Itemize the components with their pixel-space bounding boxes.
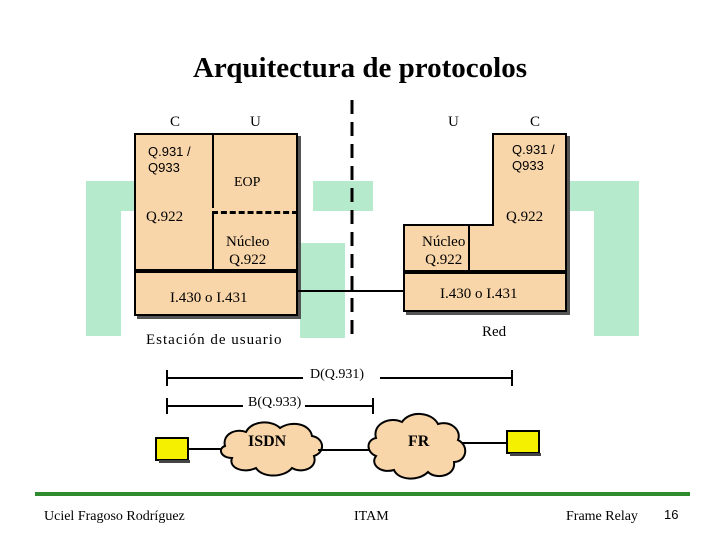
right-col-u-label: U	[448, 114, 459, 130]
isdn-cloud-icon	[219, 421, 323, 477]
slide-title: Arquitectura de protocolos	[192, 52, 527, 84]
left-col-u-label: U	[250, 114, 261, 130]
left-nucleo-left-edge	[212, 211, 214, 271]
right-caption: Red	[482, 324, 507, 340]
network-terminal-shadow	[510, 453, 541, 456]
decor-block-center-top	[313, 181, 373, 211]
left-c-u-divider	[212, 133, 214, 208]
right-physical-label: I.430 o I.431	[440, 286, 518, 302]
left-q931-label: Q.931 / Q933	[148, 144, 191, 175]
b-channel-label: B(Q.933)	[248, 395, 302, 410]
left-caption: Estación de usuario	[146, 332, 283, 348]
right-col-c-label: C	[530, 114, 541, 130]
user-terminal-icon	[155, 437, 189, 461]
left-q922-label: Q.922	[146, 209, 184, 225]
footer-author: Uciel Fragoso Rodríguez	[44, 509, 185, 524]
left-physical-label: I.430 o I.431	[170, 290, 248, 306]
right-physical-layer-box	[403, 272, 567, 312]
left-nucleo-label: Núcleo Q.922	[226, 234, 270, 268]
left-col-c-label: C	[170, 114, 181, 130]
network-terminal-icon	[506, 430, 540, 454]
right-nucleo-top-edge	[403, 224, 494, 226]
left-nucleo-dashed-top	[212, 211, 298, 214]
user-terminal-shadow	[159, 460, 190, 463]
d-channel-label: D(Q.931)	[310, 367, 365, 382]
left-eop-label: EOP	[234, 175, 261, 190]
footer-topic: Frame Relay	[566, 509, 638, 524]
left-protocol-stack	[134, 133, 298, 271]
right-q922-label: Q.922	[506, 209, 544, 225]
page-number: 16	[664, 507, 679, 522]
isdn-label: ISDN	[248, 433, 287, 450]
fr-cloud-icon	[367, 413, 467, 480]
right-protocol-stack-body	[403, 224, 567, 272]
fr-label: FR	[408, 433, 430, 450]
right-q931-label: Q.931 / Q933	[512, 142, 555, 173]
left-physical-layer-box	[134, 271, 298, 316]
footer-institution: ITAM	[354, 509, 389, 524]
right-nucleo-right-edge	[468, 224, 470, 272]
right-nucleo-label: Núcleo Q.922	[422, 234, 466, 268]
